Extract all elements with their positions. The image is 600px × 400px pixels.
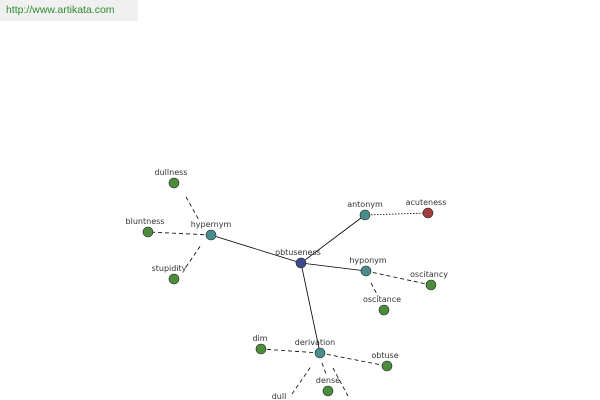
edge-obtuseness-hypernym: [210, 234, 302, 264]
node-oscitance[interactable]: [378, 304, 390, 316]
graph-edges: [147, 196, 432, 397]
node-label-dullness[interactable]: dullness: [155, 168, 188, 177]
edge-hypernym-dullness: [185, 196, 200, 221]
edge-derivation-dull: [291, 364, 313, 395]
edge-antonym-acuteness: [364, 212, 429, 216]
node-label-obtuse[interactable]: obtuse: [371, 351, 398, 360]
node-label-bluntness[interactable]: bluntness: [126, 217, 165, 226]
node-label-obtuseness[interactable]: obtuseness: [275, 248, 321, 257]
node-hypernym[interactable]: [205, 229, 217, 241]
node-oscitancy[interactable]: [425, 279, 437, 291]
node-label-stupidity[interactable]: stupidity: [152, 264, 187, 273]
edge-derivation-dim: [260, 348, 321, 354]
node-label-hypernym[interactable]: hypernym: [191, 220, 232, 229]
edge-obtuseness-hyponym: [300, 262, 367, 272]
node-obtuse[interactable]: [381, 360, 393, 372]
node-derivation[interactable]: [314, 347, 326, 359]
node-label-acuteness[interactable]: acuteness: [406, 198, 447, 207]
node-label-derivation[interactable]: derivation: [295, 338, 335, 347]
edge-obtuseness-antonym: [300, 214, 366, 264]
node-label-antonym[interactable]: antonym: [347, 200, 383, 209]
graph-nodes: [142, 177, 437, 397]
edge-obtuseness-derivation: [300, 262, 321, 354]
node-dullness[interactable]: [168, 177, 180, 189]
node-obtuseness[interactable]: [295, 257, 307, 269]
edge-hypernym-bluntness: [147, 231, 212, 236]
node-acuteness[interactable]: [422, 207, 434, 219]
site-url-link[interactable]: http://www.artikata.com: [6, 4, 115, 16]
node-label-dim[interactable]: dim: [252, 334, 267, 343]
node-stupidity[interactable]: [168, 273, 180, 285]
node-bluntness[interactable]: [142, 226, 154, 238]
node-antonym[interactable]: [359, 209, 371, 221]
edge-hyponym-oscitance: [370, 282, 379, 297]
url-banner: http://www.artikata.com: [0, 0, 138, 21]
edge-derivation-extra: [332, 367, 349, 397]
node-label-dense[interactable]: dense: [316, 376, 340, 385]
node-dim[interactable]: [255, 343, 267, 355]
node-hyponym[interactable]: [360, 265, 372, 277]
node-label-dull[interactable]: dull: [272, 392, 287, 400]
node-label-oscitance[interactable]: oscitance: [363, 295, 401, 304]
node-label-oscitancy[interactable]: oscitancy: [410, 270, 448, 279]
node-label-hyponym[interactable]: hyponym: [349, 256, 387, 265]
edge-derivation-obtuse: [319, 352, 388, 367]
node-dense[interactable]: [322, 385, 334, 397]
graph-labels: obtuseness hypernym antonym hyponym derivati…: [126, 168, 449, 400]
edge-derivation-dense: [321, 362, 327, 375]
edge-hypernym-stupidity: [185, 244, 202, 268]
